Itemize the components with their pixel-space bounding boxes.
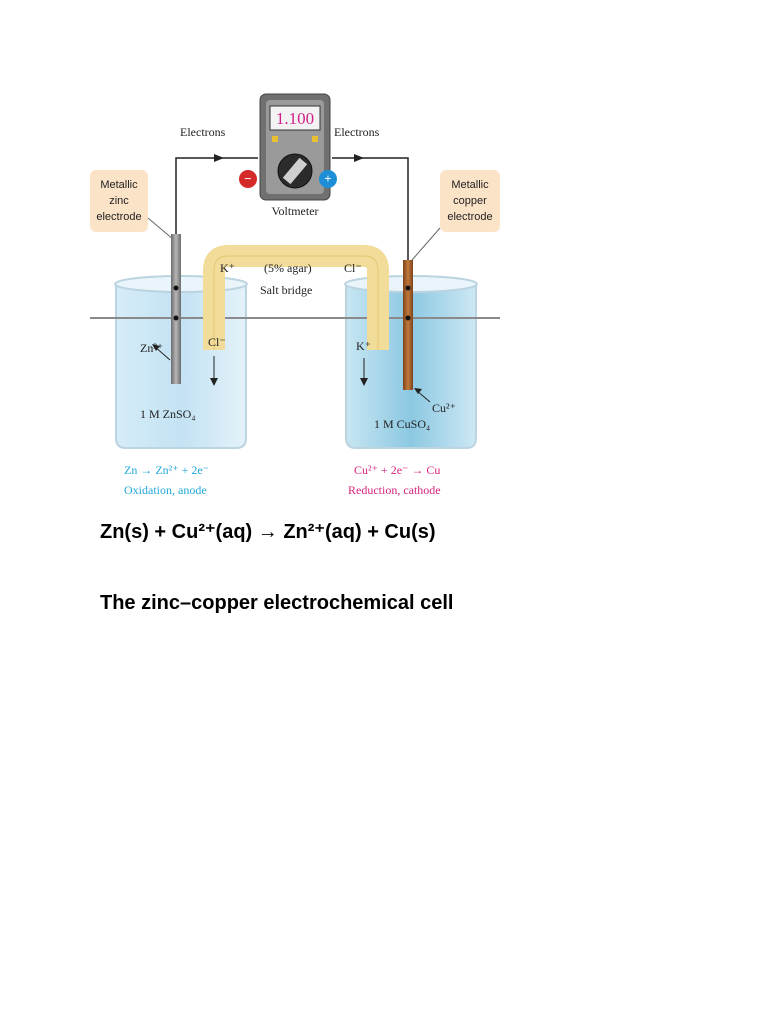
plus-terminal-icon bbox=[319, 170, 337, 188]
left-cl-label: Cl⁻ bbox=[208, 335, 226, 349]
electrons-left-label: Electrons bbox=[180, 125, 226, 139]
anode-caption: Oxidation, anode bbox=[124, 483, 207, 497]
anode-reaction: Zn → Zn²⁺ + 2e⁻ bbox=[124, 463, 209, 477]
cell-reaction-equation: Zn(s) + Cu²⁺(aq) → Zn²⁺(aq) + Cu(s) bbox=[100, 521, 436, 543]
right-electron-arrow bbox=[354, 154, 364, 162]
electrons-right-label: Electrons bbox=[334, 125, 380, 139]
voltmeter: 1.100 bbox=[259, 93, 331, 201]
left-solution-label: 1 M ZnSO₄ bbox=[140, 407, 196, 421]
svg-text:electrode: electrode bbox=[447, 211, 492, 223]
svg-text:copper: copper bbox=[453, 195, 487, 207]
right-solution-label: 1 M CuSO₄ bbox=[374, 417, 430, 431]
electrochemical-cell-diagram: Electrons Electrons 1.100 Voltmeter − + … bbox=[90, 88, 500, 500]
svg-text:Metallic: Metallic bbox=[100, 179, 138, 191]
minus-sign: − bbox=[244, 171, 251, 186]
svg-text:Metallic: Metallic bbox=[451, 179, 489, 191]
zn-ion-label: Zn²⁺ bbox=[140, 341, 163, 355]
cathode-reaction: Cu²⁺ + 2e⁻ → Cu bbox=[354, 463, 440, 477]
voltmeter-label: Voltmeter bbox=[271, 204, 318, 218]
cathode-caption: Reduction, cathode bbox=[348, 483, 441, 497]
zinc-electrode bbox=[171, 234, 181, 384]
minus-terminal-icon bbox=[239, 170, 257, 188]
page-title: The zinc–copper electrochemical cell bbox=[100, 592, 454, 614]
zinc-callout: Metallic zinc electrode bbox=[90, 170, 175, 241]
svg-text:zinc: zinc bbox=[109, 195, 129, 207]
salt-bridge-k-label: K⁺ bbox=[220, 261, 235, 275]
salt-bridge-cl-label: Cl⁻ bbox=[344, 261, 362, 275]
cu-ion-label: Cu²⁺ bbox=[432, 401, 456, 415]
left-electron-arrow bbox=[214, 154, 224, 162]
salt-bridge-label: Salt bridge bbox=[260, 283, 312, 297]
plus-sign: + bbox=[324, 171, 331, 186]
salt-bridge-agar-label: (5% agar) bbox=[264, 261, 312, 275]
copper-callout: Metallic copper electrode bbox=[411, 170, 500, 261]
copper-electrode bbox=[403, 260, 413, 390]
left-wire bbox=[175, 157, 258, 240]
voltmeter-display: 1.100 bbox=[276, 109, 314, 128]
right-k-label: K⁺ bbox=[356, 339, 371, 353]
svg-text:electrode: electrode bbox=[96, 211, 141, 223]
